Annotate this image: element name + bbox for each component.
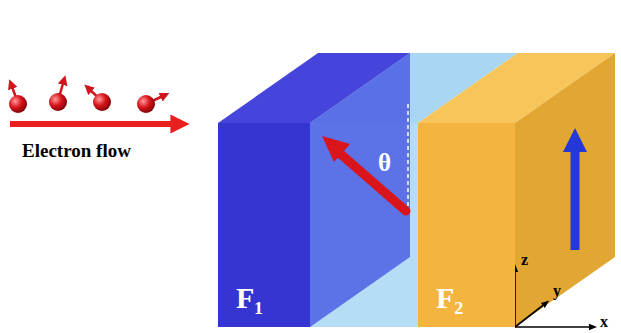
f1-right-face <box>310 53 410 327</box>
magnetization-arrow-shaft <box>336 150 406 211</box>
axis-label: z <box>521 251 528 269</box>
axis-label: x <box>600 313 608 331</box>
electron-ball <box>9 95 27 113</box>
x-axis <box>515 326 593 328</box>
ferromagnet-layer: F₁ <box>218 123 310 327</box>
angle-label: θ <box>378 149 391 177</box>
ferromagnet-layer: F₂ <box>418 123 515 327</box>
magnetization-arrow-head <box>322 136 350 162</box>
electron-ball <box>49 93 67 111</box>
electron-ball <box>137 95 155 113</box>
f2-right-face <box>515 53 615 327</box>
y-axis <box>515 303 546 327</box>
electron-ball <box>93 93 111 111</box>
flow-arrow <box>10 121 180 127</box>
layer-name: F₂ <box>436 281 515 315</box>
axis-label: y <box>553 282 561 300</box>
reference-dashed-line <box>407 104 409 212</box>
magnetization-arrow-head <box>563 128 587 152</box>
layer-name: F₁ <box>236 281 310 315</box>
flow-label: Electron flow <box>22 141 131 162</box>
magnetization-arrow-shaft <box>571 150 580 250</box>
